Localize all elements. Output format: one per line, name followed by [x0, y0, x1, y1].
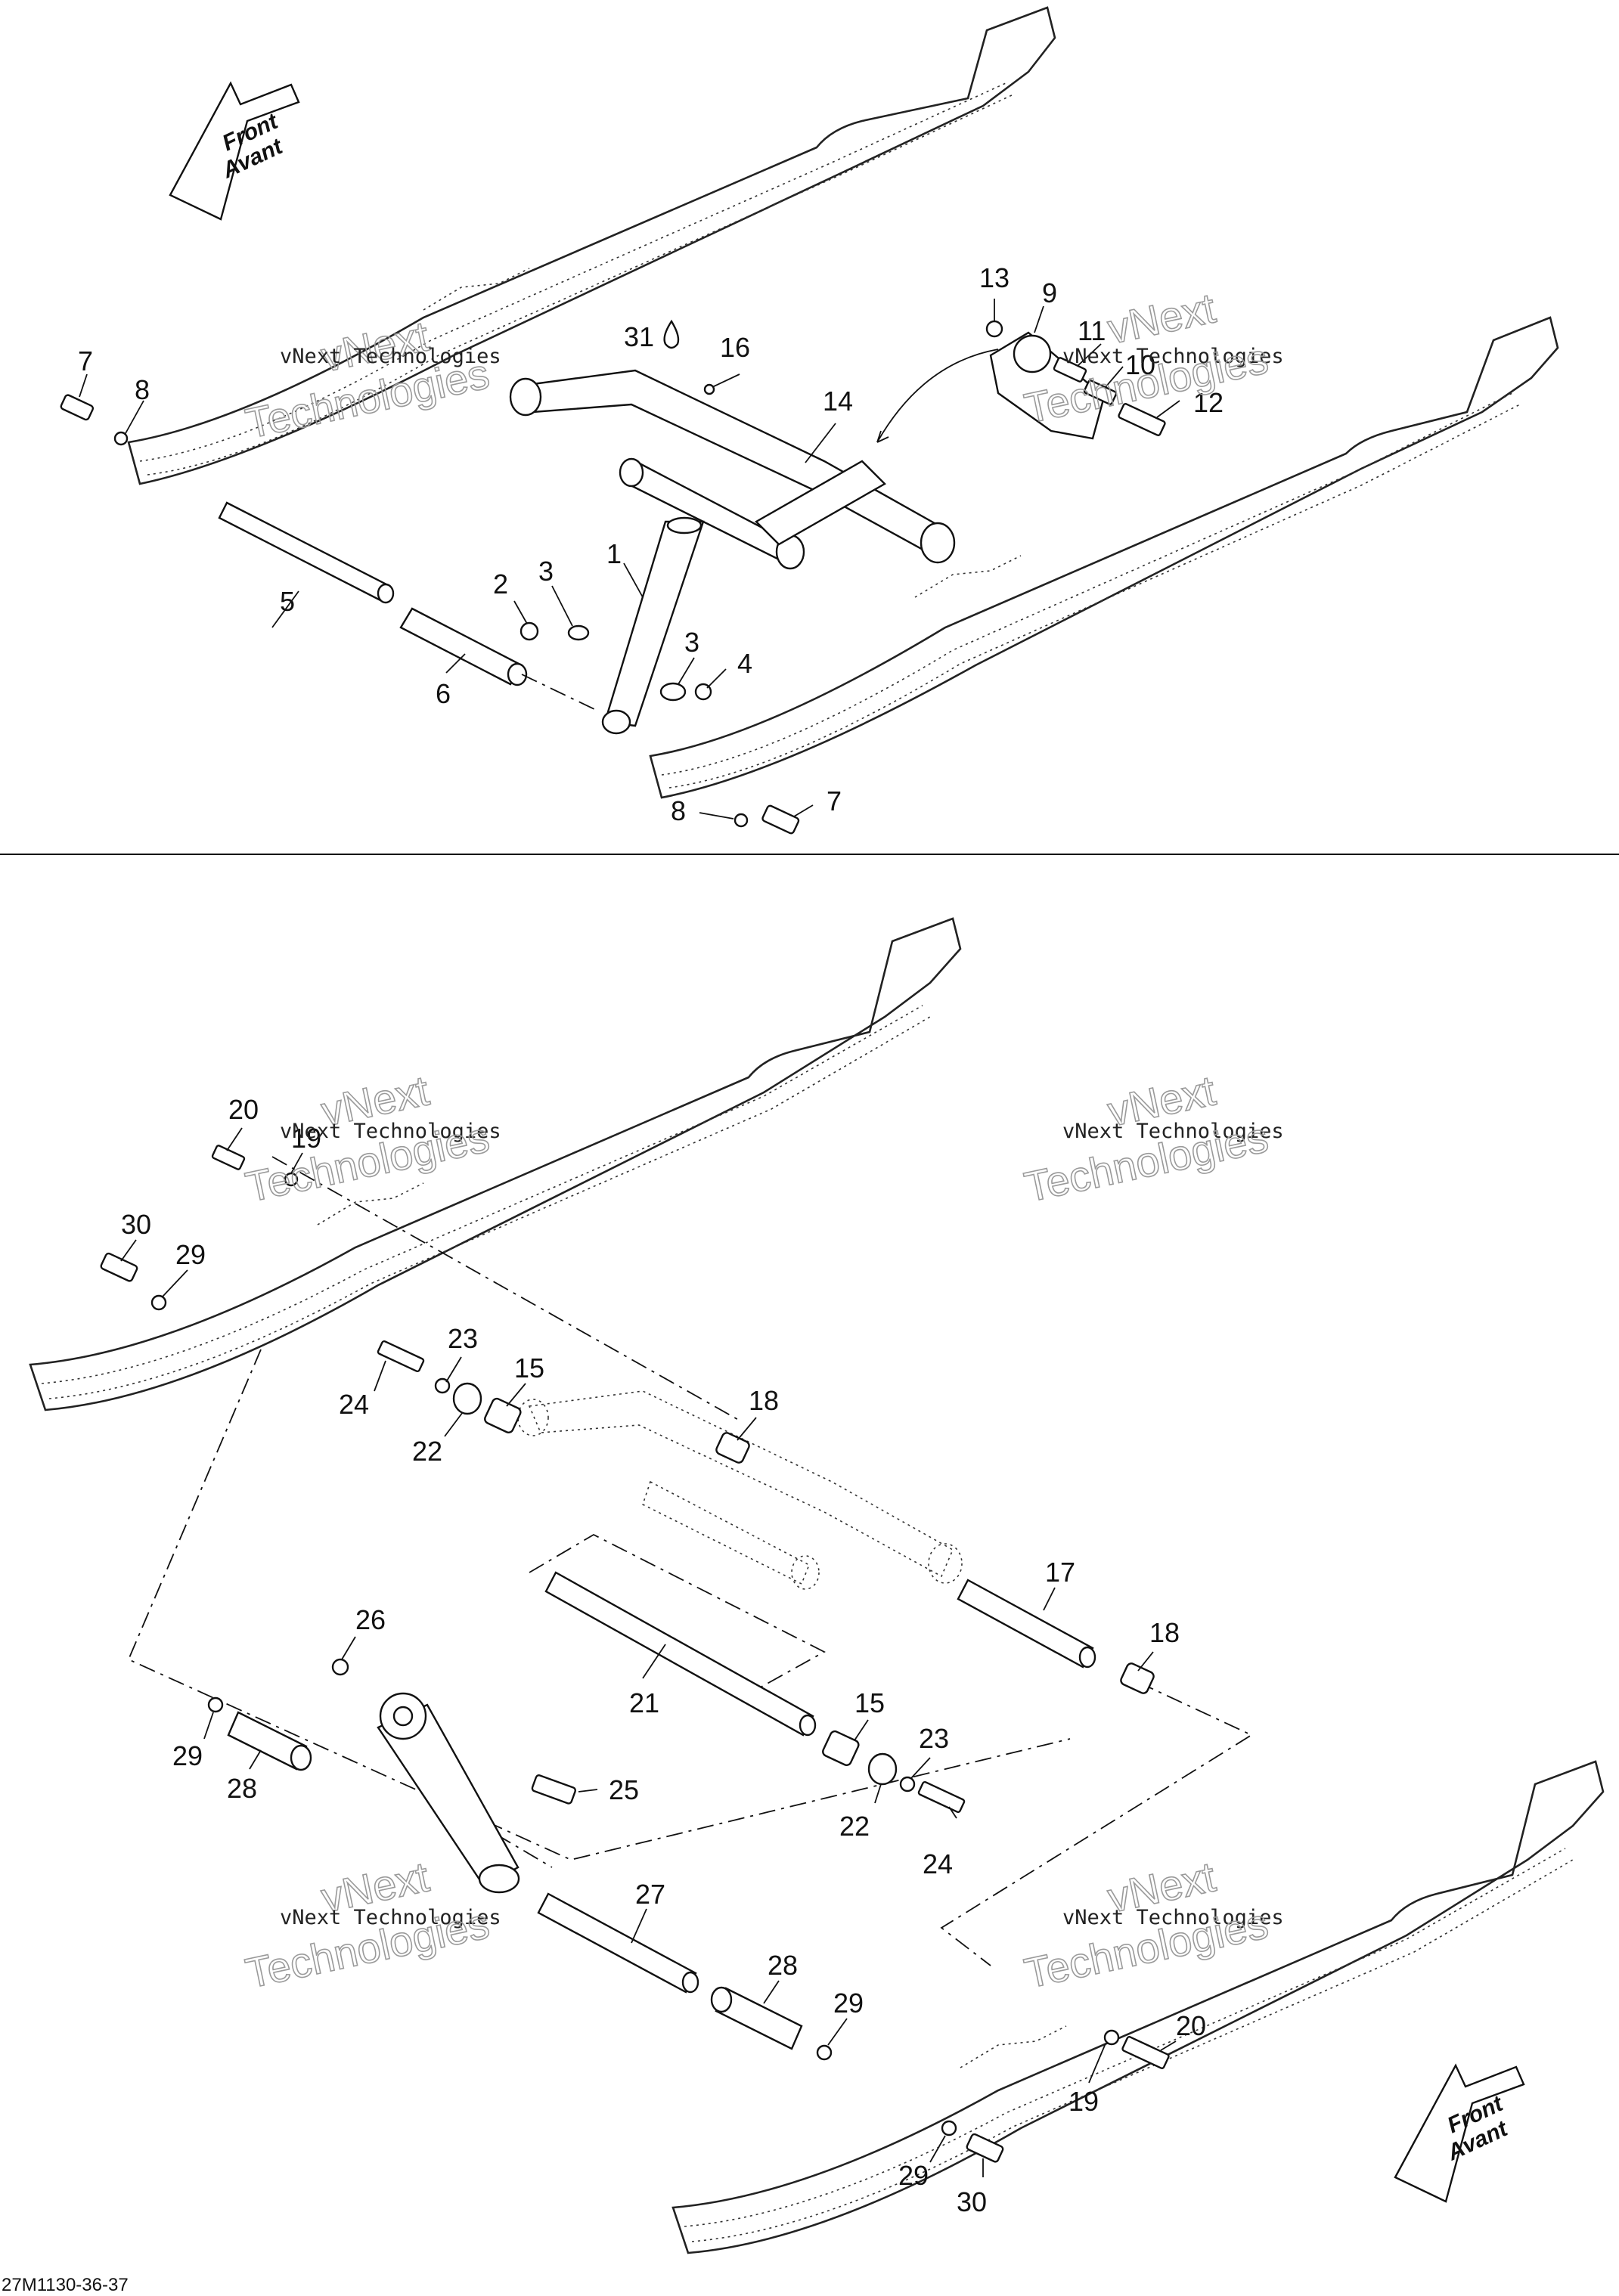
callout-24: 24	[923, 1848, 953, 1879]
svg-text:vNext Technologies: vNext Technologies	[280, 1120, 501, 1143]
bracket-assembly-top	[876, 320, 1166, 443]
callout-6: 6	[436, 678, 451, 709]
callout-21: 21	[629, 1687, 659, 1718]
callout-31: 31	[624, 321, 654, 352]
callout-8: 8	[671, 795, 686, 826]
droplet-icon	[663, 319, 680, 349]
hardware-bottom	[100, 1145, 1170, 2163]
leader-lines-top	[79, 299, 1180, 820]
svg-text:vNext: vNext	[1103, 284, 1220, 352]
callout-18: 18	[1149, 1617, 1180, 1648]
callout-19: 19	[1068, 2086, 1099, 2117]
svg-text:vNext Technologies: vNext Technologies	[1062, 345, 1284, 368]
callout-8: 8	[135, 374, 150, 405]
callout-13: 13	[979, 262, 1010, 293]
callout-29: 29	[172, 1740, 203, 1771]
watermark-bottom-1: vNext vNext Technologies Technologies	[241, 1065, 501, 1211]
callout-28: 28	[227, 1773, 257, 1804]
callout-20: 20	[1176, 2010, 1206, 2041]
arm-assembly-bottom	[517, 1390, 963, 1590]
watermark-bottom-3: vNext vNext Technologies Technologies	[241, 1851, 501, 1997]
callout-15: 15	[514, 1353, 544, 1383]
callout-19: 19	[291, 1123, 321, 1154]
rail-right-bottom	[671, 1760, 1605, 2254]
callout-1: 1	[606, 538, 622, 569]
rail-right-top	[649, 316, 1559, 799]
callout-4: 4	[737, 648, 752, 679]
diagram-code: 27M1130-36-37	[2, 2275, 129, 2295]
front-direction-arrow-top: Front Avant	[169, 81, 300, 221]
callout-3: 3	[538, 556, 554, 587]
callout-18: 18	[749, 1385, 779, 1416]
callouts-bottom: 20 19 30 29 24 23 22 15 18 17 18 26 21 1…	[121, 1094, 1206, 2217]
callout-22: 22	[412, 1436, 442, 1467]
hardware-top	[60, 383, 800, 835]
tube-17	[957, 1579, 1096, 1669]
callout-5: 5	[280, 586, 295, 617]
callout-29: 29	[833, 1988, 864, 2019]
callout-10: 10	[1125, 349, 1155, 380]
callout-27: 27	[635, 1879, 665, 1910]
watermark-bottom-4: vNext vNext Technologies Technologies	[1020, 1851, 1284, 1997]
callout-30: 30	[121, 1209, 151, 1240]
tube-6	[399, 607, 528, 686]
leader-lines-bottom	[120, 1127, 1177, 2177]
callouts-top: 7 8 5 6 2 3 1 3 4 8 7 14 31 16 13 9 11 1…	[78, 262, 1224, 826]
callout-20: 20	[228, 1094, 259, 1125]
svg-text:vNext Technologies: vNext Technologies	[280, 345, 501, 368]
watermark-top-left: vNext vNext Technologies Technologies	[241, 311, 501, 448]
watermark-bottom-2: vNext vNext Technologies Technologies	[1020, 1065, 1284, 1211]
svg-text:vNext Technologies: vNext Technologies	[1062, 1906, 1284, 1929]
svg-text:vNext Technologies: vNext Technologies	[1062, 1120, 1284, 1143]
svg-text:vNext Technologies: vNext Technologies	[280, 1906, 501, 1929]
callout-3: 3	[684, 627, 699, 658]
callout-23: 23	[919, 1723, 949, 1754]
callout-12: 12	[1193, 387, 1224, 418]
callout-26: 26	[355, 1604, 386, 1635]
arm-assembly-top	[509, 369, 956, 570]
link-arm-1	[601, 516, 705, 735]
front-direction-arrow-bottom: Front Avant	[1394, 2063, 1525, 2203]
callout-9: 9	[1042, 277, 1057, 308]
rail-left-bottom	[29, 917, 962, 1411]
callout-25: 25	[609, 1774, 639, 1805]
callout-2: 2	[493, 569, 508, 600]
callout-7: 7	[827, 785, 842, 816]
callout-11: 11	[1078, 315, 1106, 346]
callout-30: 30	[957, 2186, 987, 2217]
callout-7: 7	[78, 345, 93, 376]
callout-17: 17	[1045, 1557, 1075, 1588]
callout-22: 22	[839, 1811, 870, 1842]
dashed-guides-bottom	[127, 1156, 1253, 1966]
shock-absorber	[331, 1658, 577, 1894]
callout-14: 14	[823, 386, 853, 417]
rail-left-top	[127, 6, 1056, 485]
callout-24: 24	[339, 1389, 369, 1420]
callout-29: 29	[898, 2160, 929, 2191]
tube-5	[218, 501, 395, 604]
callout-23: 23	[448, 1323, 478, 1354]
tube-27	[537, 1892, 699, 1994]
tube-28-right	[710, 1986, 803, 2050]
callout-28: 28	[768, 1950, 798, 1981]
callout-15: 15	[854, 1687, 885, 1718]
callout-16: 16	[720, 332, 750, 363]
tube-21	[544, 1571, 817, 1737]
tube-28-left	[227, 1711, 312, 1771]
callout-29: 29	[175, 1239, 206, 1270]
